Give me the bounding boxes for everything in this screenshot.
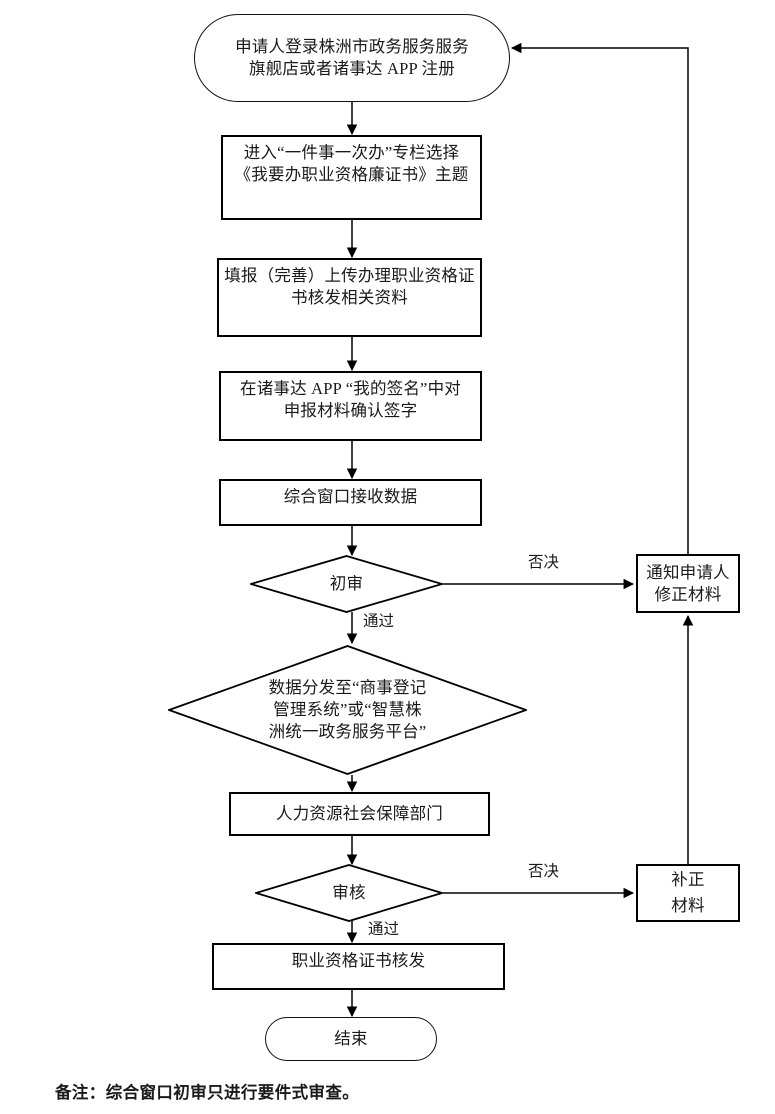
node-start[interactable]: 申请人登录株洲市政务服务服务 旗舰店或者诸事达 APP 注册: [194, 14, 510, 102]
node-sign-confirm[interactable]: 在诸事达 APP “我的签名”中对 申报材料确认签字: [219, 371, 482, 441]
node-audit[interactable]: 审核: [255, 864, 443, 922]
node-notify-applicant-label: 通知申请人 修正材料: [646, 562, 730, 604]
node-audit-label: 审核: [332, 883, 366, 903]
edge-label-first-review-pass: 通过: [363, 613, 395, 630]
node-end-label: 结束: [334, 1029, 368, 1049]
node-select-topic-label: 进入“一件事一次办”专栏选择 《我要办职业资格廉证书》主题: [234, 143, 469, 184]
node-issue-certificate-label: 职业资格证书核发: [291, 951, 426, 970]
audit-diamond-shape: [255, 864, 443, 922]
footnote-note: 备注：综合窗口初审只进行要件式审查。: [55, 1083, 360, 1102]
node-window-receive-label: 综合窗口接收数据: [283, 487, 418, 506]
node-hr-department[interactable]: 人力资源社会保障部门: [229, 792, 490, 836]
node-data-distribute-label: 数据分发至“商事登记 管理系统”或“智慧株 洲统一政务服务平台”: [268, 678, 427, 741]
node-upload-materials[interactable]: 填报（完善）上传办理职业资格证 书核发相关资料: [217, 258, 482, 337]
node-first-review[interactable]: 初审: [250, 555, 443, 613]
node-supplement-materials[interactable]: 补正 材料: [636, 864, 740, 922]
edge-label-audit-pass: 通过: [368, 921, 400, 938]
edge-label-first-review-reject: 否决: [528, 554, 560, 571]
node-data-distribute[interactable]: 数据分发至“商事登记 管理系统”或“智慧株 洲统一政务服务平台”: [168, 645, 527, 775]
edge-notify-back-to-start: [510, 42, 689, 554]
edge-label-audit-reject: 否决: [528, 863, 560, 880]
node-start-label: 申请人登录株洲市政务服务服务 旗舰店或者诸事达 APP 注册: [235, 37, 469, 78]
data-distribute-diamond-shape: [168, 645, 527, 775]
node-supplement-materials-label: 补正 材料: [671, 869, 705, 915]
node-issue-certificate[interactable]: 职业资格证书核发: [212, 943, 505, 990]
node-window-receive[interactable]: 综合窗口接收数据: [219, 479, 482, 526]
node-first-review-label: 初审: [329, 574, 364, 594]
node-end[interactable]: 结束: [265, 1017, 437, 1061]
node-hr-department-label: 人力资源社会保障部门: [276, 804, 443, 824]
node-select-topic[interactable]: 进入“一件事一次办”专栏选择 《我要办职业资格廉证书》主题: [221, 135, 482, 220]
node-notify-applicant[interactable]: 通知申请人 修正材料: [636, 554, 740, 613]
first-review-diamond-shape: [250, 555, 443, 613]
node-upload-materials-label: 填报（完善）上传办理职业资格证 书核发相关资料: [224, 266, 475, 307]
node-sign-confirm-label: 在诸事达 APP “我的签名”中对 申报材料确认签字: [240, 379, 461, 420]
